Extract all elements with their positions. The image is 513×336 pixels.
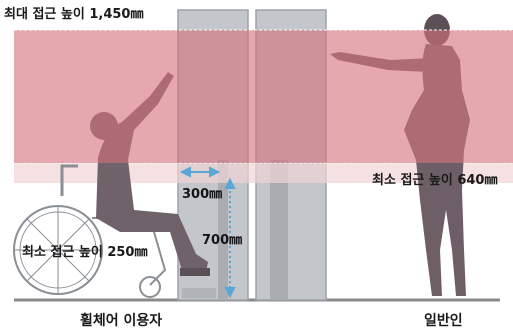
kiosk-base bbox=[182, 288, 216, 298]
depth-dimension-label: 300㎜ bbox=[182, 187, 223, 202]
caption-standing-person: 일반인 bbox=[424, 313, 463, 329]
height-dimension-label: 700㎜ bbox=[202, 233, 243, 248]
max-reach-band bbox=[14, 30, 513, 163]
min-reach-wheelchair-label: 최소 접근 높이 250㎜ bbox=[22, 245, 148, 260]
caption-wheelchair-user: 휠체어 이용자 bbox=[80, 313, 163, 329]
min-reach-band bbox=[14, 163, 513, 183]
kiosk-leg-right bbox=[270, 160, 288, 300]
max-reach-label: 최대 접근 높이 1,450㎜ bbox=[4, 7, 144, 22]
wheelchair-caster bbox=[139, 276, 161, 298]
dimension-arrows bbox=[179, 166, 236, 299]
kiosk-leg-left bbox=[218, 160, 228, 300]
min-reach-standing-label: 최소 접근 높이 640㎜ bbox=[372, 173, 498, 188]
